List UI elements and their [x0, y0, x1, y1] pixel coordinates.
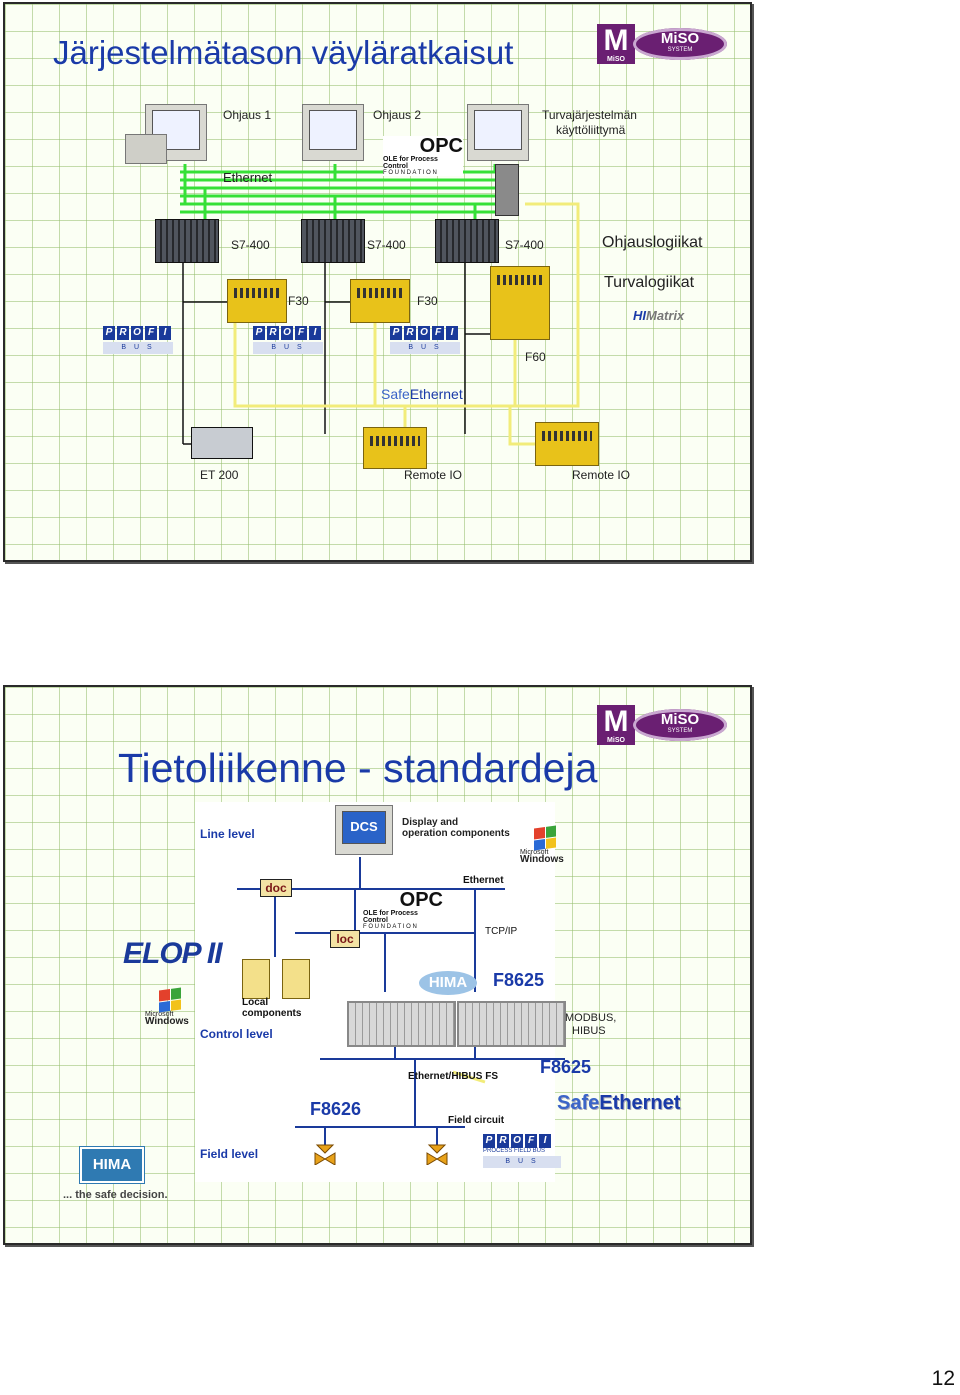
label-local-line2: components: [242, 1008, 302, 1019]
local-component-2: [282, 959, 310, 999]
label-et-200: ET 200: [200, 468, 239, 482]
s7-400-rack-3: [435, 219, 499, 263]
label-modbus-line2: HIBUS: [572, 1025, 606, 1037]
elop-ii-logo: ELOP II: [123, 937, 223, 970]
hima-rack-2: [457, 1001, 566, 1047]
label-safeethernet-2: SafeEthernet: [557, 1092, 681, 1114]
label-ethernet: Ethernet: [223, 170, 273, 185]
label-display-line2: operation components: [402, 828, 510, 839]
remote-io-1: [363, 427, 427, 469]
f60-controller: [490, 266, 550, 340]
doc-badge: doc: [260, 879, 292, 897]
himatrix-logo: HIMatrix: [633, 308, 685, 323]
label-remote-io-1: Remote IO: [404, 468, 463, 482]
opc-foundation-logo: OPC OLE for Process Control F O U N D A …: [383, 135, 463, 176]
label-field-level: Field level: [200, 1147, 259, 1161]
label-ohjauslogiikat: Ohjauslogiikat: [602, 234, 703, 251]
label-f60: F60: [525, 350, 546, 364]
opc-foundation-logo-2: OPC OLE for Process Control F O U N D A …: [363, 889, 443, 930]
dcs-monitor: DCS: [335, 805, 393, 855]
label-s7-400-2: S7-400: [367, 238, 406, 252]
label-ethernet-top: Ethernet: [463, 875, 504, 886]
hima-oval-logo: HIMA: [419, 971, 477, 995]
s7-400-rack-1: [155, 219, 219, 263]
loc-badge: loc: [330, 930, 360, 948]
f30-controller-1: [227, 279, 287, 323]
s7-400-rack-2: [301, 219, 365, 263]
hima-rack-1: [347, 1001, 456, 1047]
label-control-level: Control level: [200, 1027, 273, 1041]
page-number: 12: [931, 1367, 955, 1390]
hima-logo-badge: HIMA: [79, 1146, 145, 1184]
label-f8625-top: F8625: [493, 970, 545, 990]
label-f30-1: F30: [288, 294, 309, 308]
label-turvalogiikat: Turvalogiikat: [604, 274, 695, 291]
label-s7-400-3: S7-400: [505, 238, 544, 252]
label-safeethernet: SafeEthernet: [381, 386, 463, 402]
label-ohjaus-1: Ohjaus 1: [223, 108, 272, 122]
label-display-line1: Display and: [402, 817, 459, 828]
remote-io-2: [535, 422, 599, 466]
ethernet-switch: [495, 164, 519, 216]
label-turva-line2: käyttöliittymä: [556, 123, 626, 137]
valve-icon-1: [314, 1144, 336, 1165]
pc-1-base: [125, 134, 167, 164]
dcs-screen: DCS: [342, 811, 386, 844]
label-local-line1: Local: [242, 997, 269, 1008]
label-modbus-line1: MODBUS,: [565, 1012, 617, 1024]
operator-pc-2: [302, 104, 364, 161]
local-component-1: [242, 959, 270, 999]
safety-hmi-pc: [467, 104, 529, 161]
windows-logo-2: Microsoft Windows: [145, 987, 189, 1027]
label-line-level: Line level: [200, 827, 255, 841]
valve-icon-2: [426, 1144, 448, 1165]
slide-title-2: Tietoliikenne - standardeja: [118, 745, 598, 791]
et-200-module: [191, 427, 253, 459]
slide-title: Järjestelmätason väyläratkaisut: [53, 34, 514, 71]
label-f8626: F8626: [310, 1099, 362, 1119]
label-remote-io-2: Remote IO: [572, 468, 631, 482]
windows-logo-1: Microsoft Windows: [520, 825, 564, 865]
label-s7-400-1: S7-400: [231, 238, 270, 252]
label-f8625-bottom: F8625: [540, 1057, 592, 1077]
label-field-circuit: Field circuit: [448, 1115, 505, 1126]
label-f30-2: F30: [417, 294, 438, 308]
label-turva-line1: Turvajärjestelmän: [542, 108, 637, 122]
label-ohjaus-2: Ohjaus 2: [373, 108, 422, 122]
label-ethernet-hibus: Ethernet/HIBUS FS: [408, 1071, 499, 1082]
label-safe-decision: ... the safe decision.: [63, 1189, 168, 1201]
f30-controller-2: [350, 279, 410, 323]
label-tcpip: TCP/IP: [485, 926, 518, 937]
